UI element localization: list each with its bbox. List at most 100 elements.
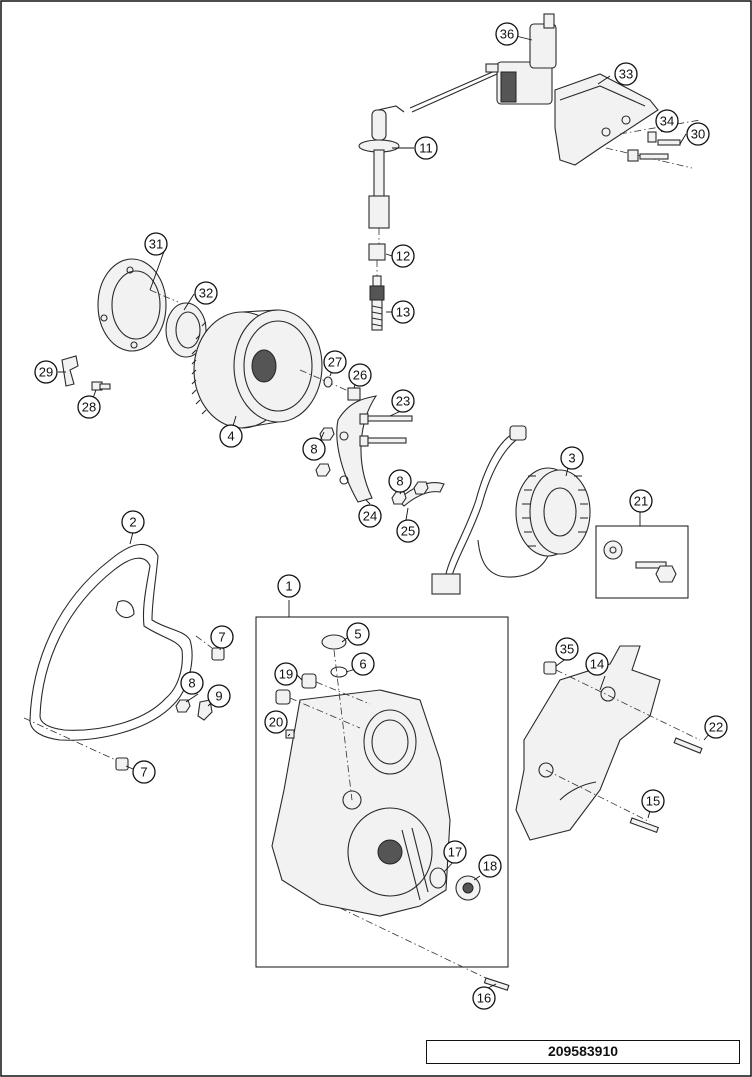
spark-plug-nut: [368, 243, 386, 261]
svg-text:7: 7: [218, 630, 225, 645]
nuts-8-upper: [315, 427, 429, 505]
callout-26: 26: [348, 363, 372, 387]
stator-cable: [431, 425, 549, 595]
callout-35: 35: [555, 637, 579, 661]
callout-8-mid: 8: [388, 469, 412, 493]
callout-29: 29: [34, 360, 58, 384]
callout-7-upper: 7: [210, 625, 234, 649]
callout-23: 23: [391, 389, 415, 413]
callout-32: 32: [194, 281, 218, 305]
callout-14: 14: [585, 652, 609, 676]
svg-text:9: 9: [215, 689, 222, 704]
callout-36: 36: [495, 22, 519, 46]
svg-text:12: 12: [396, 249, 410, 264]
svg-text:33: 33: [619, 67, 633, 82]
callout-24: 24: [358, 504, 382, 528]
bracket-screws: [605, 119, 701, 169]
svg-text:21: 21: [634, 494, 648, 509]
sprocket-cover: [515, 645, 661, 841]
callout-13: 13: [391, 300, 415, 324]
callout-20: 20: [264, 710, 288, 734]
svg-text:29: 29: [39, 365, 53, 380]
callout-4: 4: [219, 424, 243, 448]
svg-text:8: 8: [188, 676, 195, 691]
bushing-35: [543, 661, 557, 675]
svg-text:2: 2: [129, 515, 136, 530]
svg-text:26: 26: [353, 368, 367, 383]
callout-11: 11: [414, 136, 438, 160]
callout-3: 3: [560, 446, 584, 470]
washer-and-screw: [603, 540, 677, 583]
callout-25: 25: [396, 519, 420, 543]
sprocket-screws: [545, 669, 703, 833]
o-ring-and-plug-17-18: [429, 867, 481, 901]
svg-text:32: 32: [199, 286, 213, 301]
callout-15: 15: [641, 789, 665, 813]
callout-5: 5: [346, 622, 370, 646]
callout-9: 9: [207, 684, 231, 708]
coil-bracket: [554, 73, 659, 166]
svg-text:28: 28: [82, 400, 96, 415]
spark-plug: [369, 275, 385, 331]
rotor-nut-and-washer: [299, 369, 361, 401]
detail-box-21: [595, 525, 689, 599]
callout-22: 22: [704, 715, 728, 739]
callout-18: 18: [478, 854, 502, 878]
svg-text:6: 6: [359, 657, 366, 672]
callout-33: 33: [614, 62, 638, 86]
flywheel-rotor: [191, 309, 323, 429]
ignition-coil: [409, 13, 557, 113]
drawing-number-box: 209583910: [426, 1040, 740, 1064]
svg-text:11: 11: [419, 141, 433, 156]
svg-text:35: 35: [560, 642, 574, 657]
svg-text:14: 14: [590, 657, 604, 672]
callout-21: 21: [629, 489, 653, 513]
svg-text:19: 19: [279, 667, 293, 682]
callout-12: 12: [391, 244, 415, 268]
callout-16: 16: [472, 986, 496, 1010]
spark-plug-connector: [358, 105, 405, 229]
svg-text:5: 5: [354, 627, 361, 642]
ignition-cover: [271, 689, 451, 917]
small-screw: [91, 381, 111, 391]
callout-27: 27: [323, 350, 347, 374]
callout-19: 19: [274, 662, 298, 686]
callout-1: 1: [277, 574, 301, 598]
callout-6: 6: [351, 652, 375, 676]
cover-gasket: [29, 543, 193, 741]
small-bracket: [61, 355, 79, 387]
svg-text:36: 36: [500, 27, 514, 42]
callout-28: 28: [77, 395, 101, 419]
svg-text:8: 8: [310, 442, 317, 457]
callout-2: 2: [121, 510, 145, 534]
bracket-screws-23: [359, 413, 413, 447]
svg-text:20: 20: [269, 715, 283, 730]
detail-box-1: [255, 616, 509, 968]
svg-text:1: 1: [285, 579, 292, 594]
callout-30: 30: [686, 122, 710, 146]
svg-text:23: 23: [396, 394, 410, 409]
svg-text:13: 13: [396, 305, 410, 320]
filler-plug-and-seal: [321, 634, 353, 801]
callout-8-upper: 8: [302, 437, 326, 461]
stator: [515, 467, 591, 557]
svg-text:4: 4: [227, 429, 234, 444]
svg-text:8: 8: [396, 474, 403, 489]
svg-text:7: 7: [140, 765, 147, 780]
cover-screw-16: [339, 907, 510, 991]
svg-text:17: 17: [448, 845, 462, 860]
dowel-pins-7: [115, 647, 225, 771]
callout-8-lower: 8: [180, 671, 204, 695]
seal-ring: [165, 302, 207, 358]
svg-text:22: 22: [709, 720, 723, 735]
sensor-bracket-large: [336, 395, 378, 503]
rotor-cover-plate: [97, 258, 167, 352]
svg-text:15: 15: [646, 794, 660, 809]
svg-text:30: 30: [691, 127, 705, 142]
svg-text:31: 31: [149, 237, 163, 252]
nut-8-and-clip-9: [175, 699, 213, 721]
callout-31: 31: [144, 232, 168, 256]
svg-text:24: 24: [363, 509, 377, 524]
